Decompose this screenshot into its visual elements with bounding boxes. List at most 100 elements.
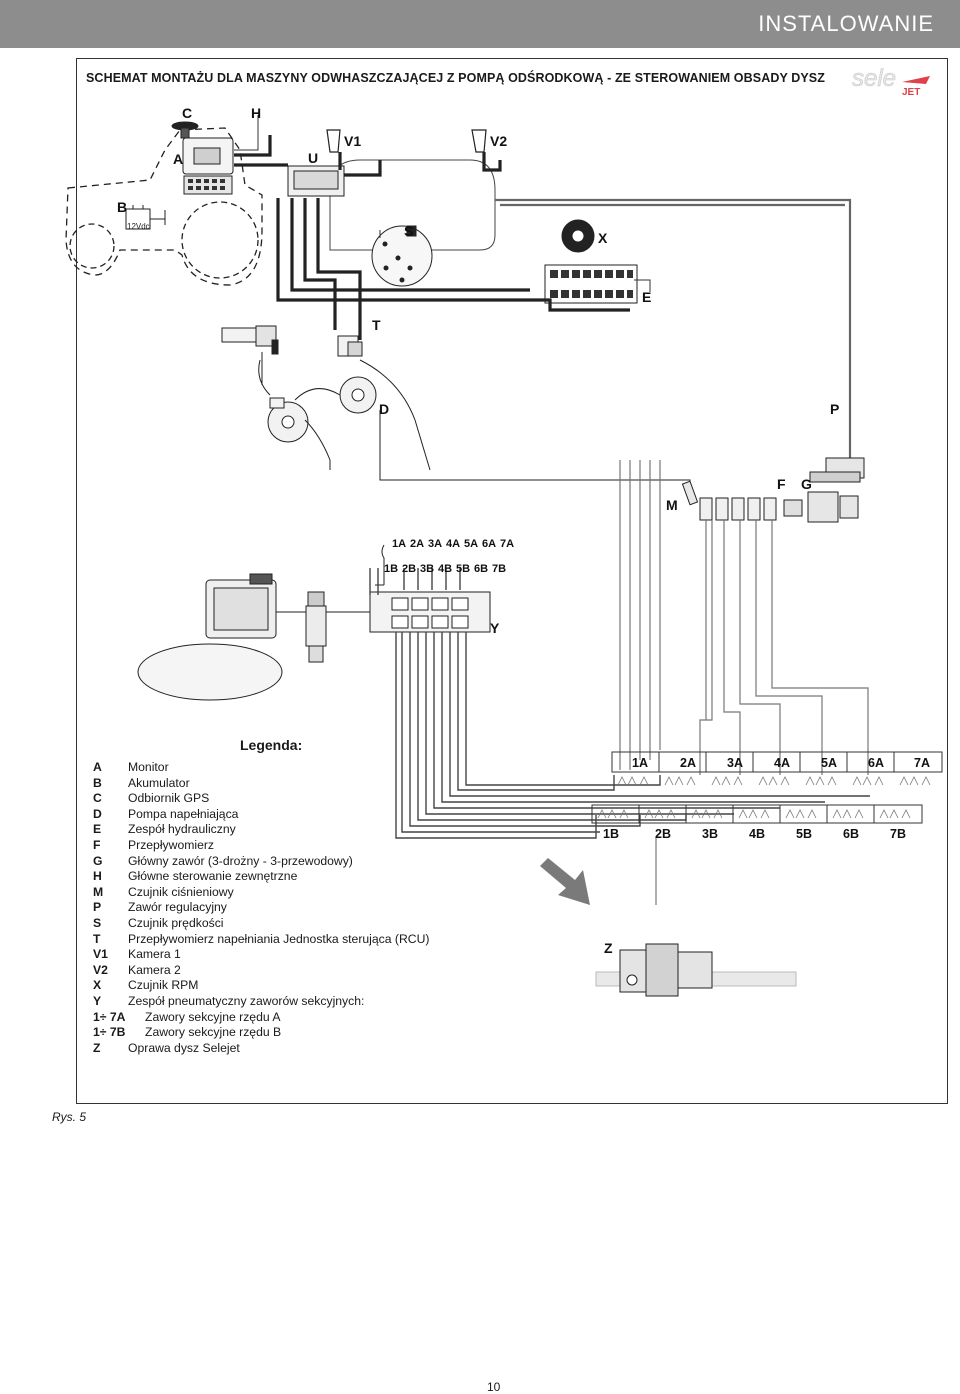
legend-key: B xyxy=(93,775,102,790)
logo-swoosh-icon xyxy=(902,76,930,84)
label-a: A xyxy=(173,151,183,167)
speed-sensor xyxy=(371,225,433,287)
legend-text: Zawór regulacyjny xyxy=(128,900,227,915)
pointer-arrow-icon xyxy=(540,858,590,905)
legend-text: Zespół pneumatyczny zaworów sekcyjnych: xyxy=(128,993,365,1008)
label-v1: V1 xyxy=(344,133,361,149)
label-e: E xyxy=(642,289,651,305)
label-f: F xyxy=(777,476,786,492)
pneumatic-valve-assembly-y xyxy=(369,591,491,633)
logo-text: sele xyxy=(852,65,896,92)
filling-pump-d xyxy=(337,335,377,414)
legend-text: Kamera 2 xyxy=(128,962,181,977)
label-h: H xyxy=(251,105,261,121)
nozzle-holder-z xyxy=(595,943,797,997)
legend-text: Oprawa dysz Selejet xyxy=(128,1040,240,1055)
legend-key: H xyxy=(93,869,102,884)
valve-label-b: 5B xyxy=(456,563,470,575)
rpm-sensor xyxy=(561,219,595,253)
camera-v2-icon xyxy=(471,129,487,153)
battery-voltage-label: 12Vdc xyxy=(127,222,150,231)
valve-label-a: 5A xyxy=(464,538,478,550)
valve-label-b: 1B xyxy=(384,563,398,575)
legend-key: P xyxy=(93,900,102,915)
label-c: C xyxy=(182,105,192,121)
label-u: U xyxy=(308,150,318,166)
legend-key: X xyxy=(93,978,102,993)
valve-label-a: 1A xyxy=(392,538,406,550)
legend-key: V1 xyxy=(93,947,108,962)
legend-item: B Akumulator xyxy=(93,776,429,792)
legend-key: D xyxy=(93,806,102,821)
section-label-a: 2A xyxy=(680,756,696,770)
section-label-a: 5A xyxy=(821,756,837,770)
legend-text: Czujnik prędkości xyxy=(128,915,224,930)
legend-key: 1÷ 7A xyxy=(93,1009,126,1024)
air-filter-regulator xyxy=(276,591,370,663)
valve-label-a: 4A xyxy=(446,538,460,550)
label-y: Y xyxy=(490,620,500,636)
legend-text: Pompa napełniająca xyxy=(128,806,239,821)
legend-text: Przepływomierz napełniania Jednostka ste… xyxy=(128,931,430,946)
section-label-a: 7A xyxy=(914,756,930,770)
section-label-b: 5B xyxy=(796,827,812,841)
camera-v1-icon xyxy=(326,129,341,153)
legend-item: D Pompa napełniająca xyxy=(93,807,429,823)
boom-row-a xyxy=(611,751,943,773)
legend-item: E Zespół hydrauliczny xyxy=(93,822,429,838)
valve-label-b: 7B xyxy=(492,563,506,575)
section-label-b: 7B xyxy=(890,827,906,841)
legend-key: T xyxy=(93,931,101,946)
section-label-a: 6A xyxy=(868,756,884,770)
section-label-b: 2B xyxy=(655,827,671,841)
section-label-a: 4A xyxy=(774,756,790,770)
section-label-b: 6B xyxy=(843,827,859,841)
label-g: G xyxy=(801,476,812,492)
legend-item: V2 Kamera 2 xyxy=(93,963,429,979)
valve-label-a: 7A xyxy=(500,538,514,550)
label-b: B xyxy=(117,199,127,215)
tractor xyxy=(65,127,263,286)
control-cables xyxy=(234,135,630,340)
valve-label-a: 6A xyxy=(482,538,496,550)
filling-flowmeter xyxy=(221,325,279,355)
valve-label-b: 6B xyxy=(474,563,488,575)
legend-text: Zespół hydrauliczny xyxy=(128,822,236,837)
legend-item: P Zawór regulacyjny xyxy=(93,900,429,916)
section-label-b: 3B xyxy=(702,827,718,841)
section-valve-block-m xyxy=(681,480,777,521)
legend-title: Legenda: xyxy=(240,737,303,753)
section-label-b: 4B xyxy=(749,827,765,841)
main-valve-g xyxy=(807,457,865,523)
legend-text: Odbiornik GPS xyxy=(128,791,210,806)
valve-label-b: 3B xyxy=(420,563,434,575)
legend-text: Kamera 1 xyxy=(128,947,181,962)
label-s: S xyxy=(404,223,413,239)
section-label-b: 1B xyxy=(603,827,619,841)
legend-item: V1 Kamera 1 xyxy=(93,947,429,963)
valve-label-b: 2B xyxy=(402,563,416,575)
legend-text: Zawory sekcyjne rzędu A xyxy=(145,1009,281,1024)
logo-subtext: JET xyxy=(902,87,920,98)
legend-text: Akumulator xyxy=(128,775,190,790)
legend-item: Y Zespół pneumatyczny zaworów sekcyjnych: xyxy=(93,994,429,1010)
legend-key: Y xyxy=(93,993,102,1008)
diagram-title: SCHEMAT MONTAŻU DLA MASZYNY ODWHASZCZAJĄ… xyxy=(86,71,825,85)
legend-text: Główne sterowanie zewnętrzne xyxy=(128,869,298,884)
legend-text: Czujnik ciśnieniowy xyxy=(128,884,234,899)
valve-label-a: 2A xyxy=(410,538,424,550)
legend-key: V2 xyxy=(93,962,108,977)
legend-key: A xyxy=(93,760,102,774)
figure-label: Rys. 5 xyxy=(52,1110,87,1124)
nozzle-sprays xyxy=(597,776,931,819)
signal-cable-right xyxy=(495,198,852,470)
legend-key: E xyxy=(93,822,102,837)
